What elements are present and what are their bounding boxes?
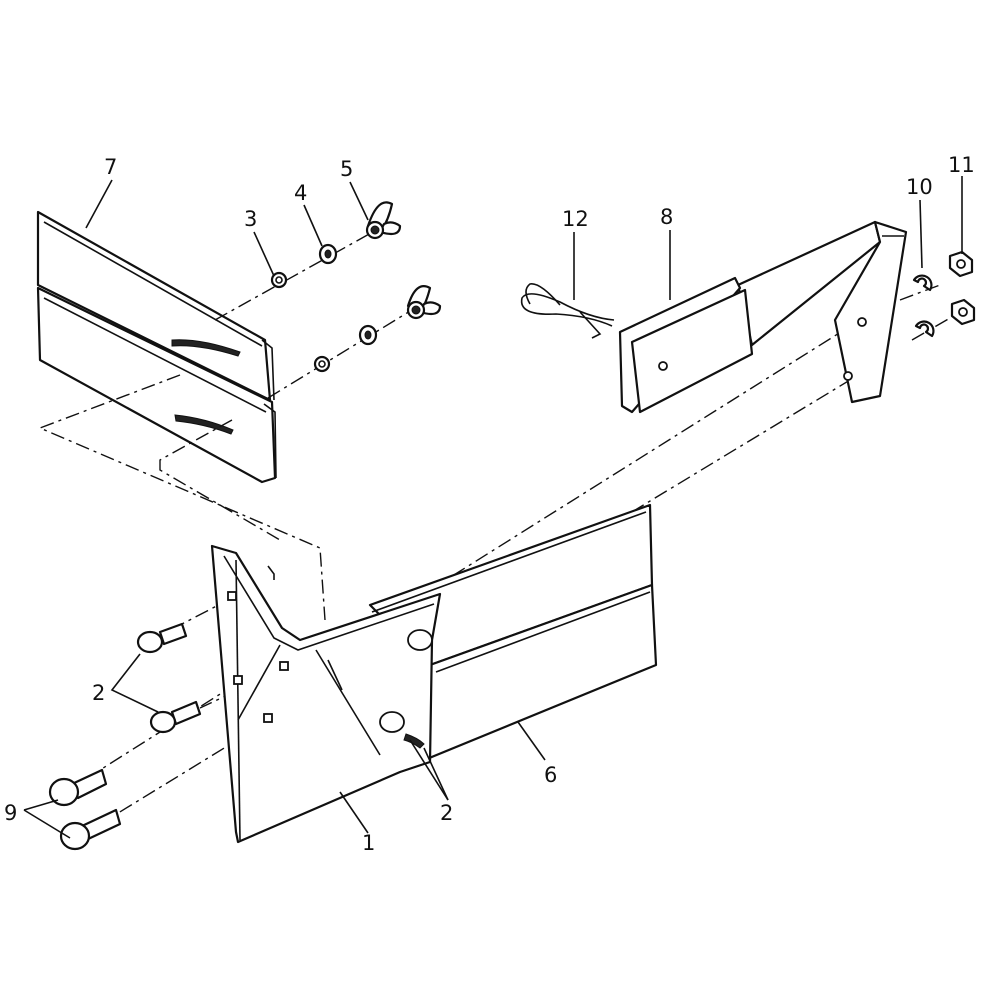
- plate-part-7: [36, 210, 277, 484]
- bolt-part-9-lower: [59, 808, 122, 851]
- nut-part-11: [948, 250, 974, 278]
- bolt-part-2-lower: [149, 700, 202, 734]
- lock-washer-part-10: [912, 274, 933, 292]
- channel-part-6: [368, 503, 658, 772]
- label-9: 9: [4, 801, 17, 825]
- label-12: 12: [562, 207, 589, 231]
- label-6: 6: [544, 763, 557, 787]
- bolt-part-9-upper: [48, 768, 108, 807]
- arm-part-8: [618, 220, 908, 414]
- label-10: 10: [906, 175, 933, 199]
- fastener-row-upper: [214, 201, 402, 321]
- label-2-left: 2: [92, 681, 105, 705]
- label-7: 7: [104, 155, 117, 179]
- wing-nut-part-5: [365, 201, 402, 240]
- label-4: 4: [294, 181, 307, 205]
- nut-part-3: [270, 271, 288, 289]
- label-3: 3: [244, 207, 257, 231]
- part-labels: 7 3 4 5 12 8 10 11 2 2 6 1 9: [4, 153, 975, 855]
- label-8: 8: [660, 205, 673, 229]
- bolt-part-2-upper: [136, 622, 188, 654]
- label-11: 11: [948, 153, 975, 177]
- label-2-right: 2: [440, 801, 453, 825]
- label-1: 1: [362, 831, 375, 855]
- fastener-row-lower: [267, 285, 442, 399]
- bracket-part-1: [210, 544, 442, 844]
- fasteners-right: [912, 250, 976, 338]
- label-5: 5: [340, 157, 353, 181]
- clip-part-12: [520, 283, 615, 339]
- leader-lines: [23, 176, 963, 839]
